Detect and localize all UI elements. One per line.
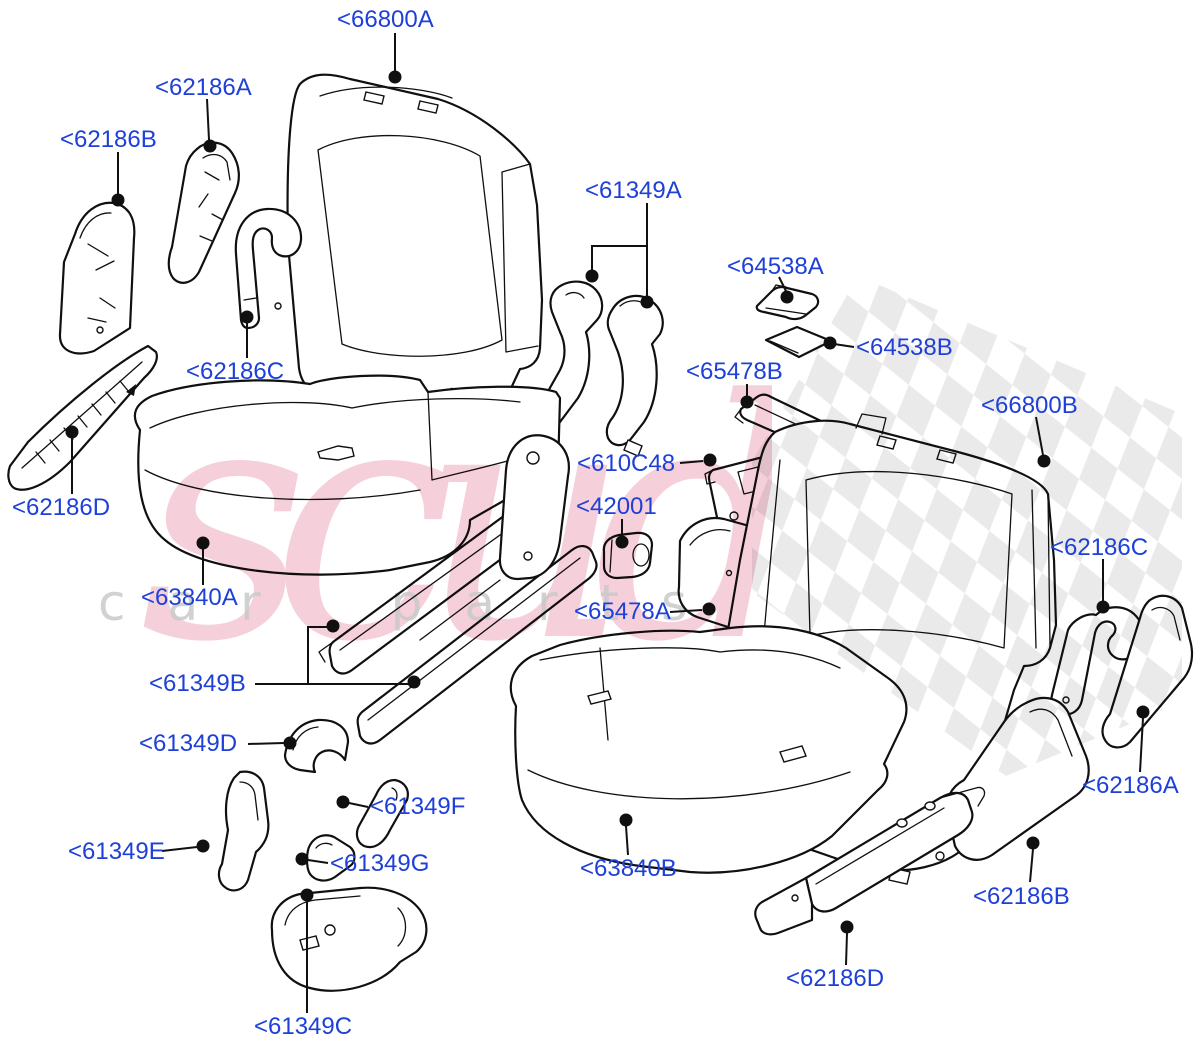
watermark-layer: scuderia car parts	[98, 330, 1200, 714]
callout-62186B-left[interactable]: <62186B	[60, 126, 157, 153]
callout-61349A[interactable]: <61349A	[585, 177, 682, 204]
part-62186D-right-rail	[754, 786, 986, 936]
callout-610C48[interactable]: <610C48	[577, 450, 676, 477]
callout-66800A[interactable]: <66800A	[337, 6, 434, 33]
callout-42001[interactable]: <42001	[576, 493, 657, 520]
callout-62186D-right[interactable]: <62186D	[786, 965, 885, 992]
callout-62186B-right[interactable]: <62186B	[973, 883, 1070, 910]
part-63840B-cushion-right	[509, 625, 908, 874]
callout-62186A-left[interactable]: <62186A	[155, 74, 252, 101]
part-63840A-cushion-left	[133, 374, 562, 576]
callout-65478B[interactable]: <65478B	[686, 358, 783, 385]
callout-62186C-right[interactable]: <62186C	[1050, 534, 1149, 561]
part-61349A-bracket-2	[605, 294, 664, 457]
part-62186D-left-rail	[7, 344, 158, 491]
callout-61349G[interactable]: <61349G	[330, 850, 430, 877]
callout-61349D[interactable]: <61349D	[139, 730, 238, 757]
callout-63840B[interactable]: <63840B	[580, 855, 677, 882]
callout-61349B[interactable]: <61349B	[149, 670, 246, 697]
callout-63840A[interactable]: <63840A	[141, 584, 238, 611]
callout-64538A[interactable]: <64538A	[727, 253, 824, 280]
callout-62186D-left[interactable]: <62186D	[12, 494, 111, 521]
part-62186A-left-trim	[167, 141, 240, 284]
part-61349B-rails	[318, 434, 598, 745]
callout-62186A-right[interactable]: <62186A	[1082, 772, 1179, 799]
part-61349G-bracket	[305, 834, 356, 882]
callout-65478A[interactable]: <65478A	[574, 598, 671, 625]
callout-62186C-left[interactable]: <62186C	[186, 358, 285, 385]
watermark-brand-text: scuderia	[140, 330, 1200, 714]
callout-61349F[interactable]: <61349F	[370, 793, 466, 820]
part-61349C-bracket	[270, 886, 428, 992]
callout-61349C[interactable]: <61349C	[254, 1013, 353, 1040]
leader-lines-layer	[65, 33, 1150, 1013]
part-62186C-left-bracket	[234, 207, 303, 330]
watermark-tagline-text: car parts	[98, 574, 729, 632]
callout-64538B[interactable]: <64538B	[856, 334, 953, 361]
part-61349D-bracket	[283, 718, 350, 774]
callout-66800B[interactable]: <66800B	[981, 392, 1078, 419]
part-61349F-bracket	[355, 778, 409, 849]
callout-61349E[interactable]: <61349E	[68, 838, 165, 865]
checkered-flag-watermark	[752, 276, 1182, 776]
part-62186B-left-trim	[58, 201, 136, 355]
part-61349E-bracket	[217, 770, 270, 892]
